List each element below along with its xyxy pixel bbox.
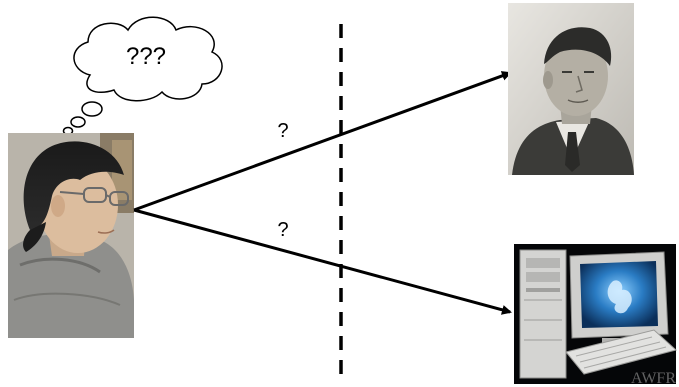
interrogator-photo <box>8 133 134 338</box>
computer-watermark-text: AWFR <box>631 370 676 387</box>
arrow-to-computer <box>133 208 512 315</box>
computer-photo: AWFR <box>514 244 678 387</box>
arrow-to-human <box>133 71 512 212</box>
glasses-icon <box>59 187 129 206</box>
bubble-dot-large <box>81 101 103 117</box>
question-mark-lower: ? <box>277 219 288 241</box>
keyboard-icon <box>565 329 678 375</box>
thought-bubble: ??? <box>62 16 223 136</box>
bubble-dot-medium <box>70 116 86 128</box>
thought-bubble-text: ??? <box>126 43 166 70</box>
monitor-icon <box>569 251 669 344</box>
tower-case-icon <box>519 249 567 379</box>
human-portrait-photo <box>508 3 634 175</box>
question-mark-upper: ? <box>277 120 288 142</box>
